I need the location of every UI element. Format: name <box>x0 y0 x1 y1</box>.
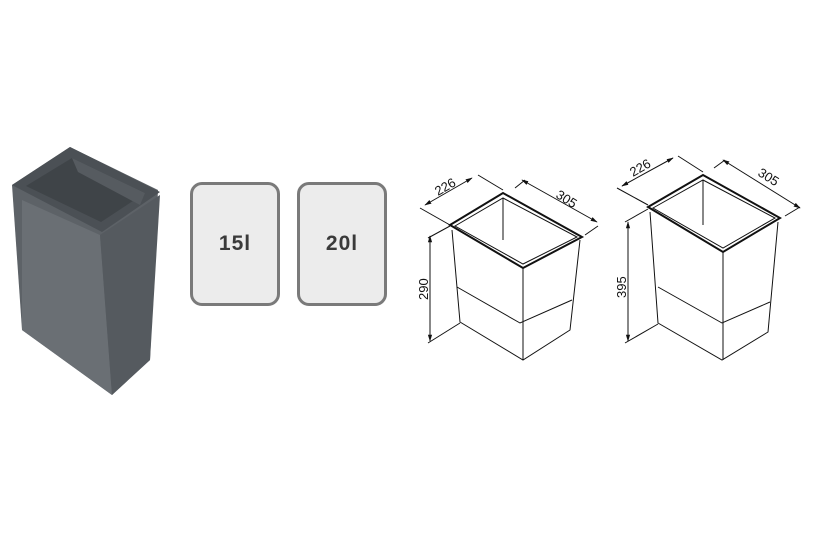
volume-badge-20l: 20l <box>297 182 387 306</box>
volume-label: 15l <box>218 232 252 255</box>
bin-drawing-small <box>419 174 599 361</box>
depth-label: 305 <box>553 187 579 211</box>
width-label: 226 <box>627 156 653 180</box>
height-label: 290 <box>416 278 431 300</box>
volume-badge-15l: 15l <box>190 182 280 306</box>
gray-bin-image <box>12 147 160 395</box>
height-label: 395 <box>614 276 629 298</box>
width-label: 226 <box>432 175 458 199</box>
bin-drawing-large <box>616 155 801 361</box>
depth-label: 305 <box>755 165 781 189</box>
volume-label: 20l <box>325 232 359 255</box>
